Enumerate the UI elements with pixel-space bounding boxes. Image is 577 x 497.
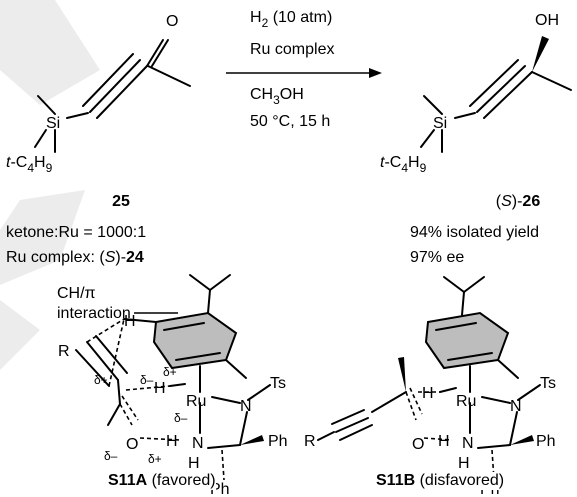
- partial-charge-label: δ+: [163, 365, 177, 379]
- carbonyl-oxygen-label: O: [166, 13, 178, 30]
- ruthenium-label: Ru: [456, 393, 476, 410]
- carbonyl-o-label: O: [126, 436, 138, 453]
- condition-temperature-time: 50 °C, 15 h: [250, 113, 330, 130]
- ts-disfavored-caption: S11B (disfavored): [376, 472, 505, 490]
- ruthenium-hydride-label: H: [154, 380, 166, 397]
- amine-h-label: H: [188, 455, 200, 472]
- product-structure: [420, 36, 572, 153]
- catalyst-note: Ru complex: (S)-24: [6, 249, 144, 266]
- r-group-label: R: [304, 433, 316, 450]
- carbonyl-o-label: O: [412, 436, 424, 453]
- r-group-label: R: [58, 343, 70, 360]
- ts-favored-caption: S11A (favored): [108, 472, 216, 490]
- silicon-label: Si: [46, 115, 60, 132]
- condition-catalyst: Ru complex: [250, 41, 334, 58]
- sulfonamide-n-label: N: [240, 398, 252, 415]
- condition-hydrogen: H2 (10 atm): [250, 9, 332, 30]
- yield-note: 94% isolated yield: [410, 224, 539, 241]
- partial-charge-label: δ–: [140, 373, 154, 387]
- phenyl-upper-label: Ph: [536, 433, 556, 450]
- reactant-structure: [34, 39, 191, 153]
- sulfonamide-n-label: N: [510, 398, 522, 415]
- partial-charge-label: δ–: [174, 411, 188, 425]
- amine-n-label: N: [462, 435, 474, 452]
- amine-nh-label: H: [438, 433, 450, 450]
- partial-charge-label: δ+: [94, 373, 108, 387]
- partial-charge-label: δ–: [104, 449, 118, 463]
- tert-butyl-label: t-C4H9: [6, 154, 53, 175]
- ch-pi-interaction-label: CH/π: [57, 285, 96, 302]
- ruthenium-hydride-label: H: [422, 385, 434, 402]
- arene-h-label: H: [124, 313, 136, 330]
- product-tert-butyl-label: t-C4H9: [380, 154, 427, 175]
- product-silicon-label: Si: [433, 115, 447, 132]
- partial-charge-label: δ+: [148, 452, 162, 466]
- ts-disfavored-label: S11B: [376, 472, 416, 489]
- watermark-shape: [0, 0, 100, 370]
- ts-favored-note: (favored): [147, 472, 216, 489]
- ts-disfavored-structure: [317, 276, 541, 481]
- hydroxyl-label: OH: [535, 12, 559, 29]
- phenyl-upper-label: Ph: [268, 433, 288, 450]
- ts-disfavored-note: (disfavored): [415, 472, 505, 489]
- amine-n-label: N: [192, 435, 204, 452]
- product-number-label: (S)-26: [496, 193, 541, 210]
- ruthenium-label: Ru: [186, 393, 206, 410]
- reactant-number-label: 25: [112, 193, 130, 210]
- ts-favored-structure: [75, 274, 271, 481]
- tosyl-label: Ts: [540, 375, 556, 392]
- tosyl-label: Ts: [270, 375, 286, 392]
- reaction-arrow: [226, 68, 382, 78]
- amine-h-label: H: [458, 455, 470, 472]
- ee-note: 97% ee: [410, 249, 464, 266]
- condition-solvent: CH3OH: [250, 86, 304, 107]
- ratio-note: ketone:Ru = 1000:1: [6, 224, 146, 241]
- ts-favored-label: S11A: [108, 472, 148, 489]
- amine-nh-label: H: [166, 433, 178, 450]
- ch-pi-interaction-label-2: interaction: [57, 305, 131, 322]
